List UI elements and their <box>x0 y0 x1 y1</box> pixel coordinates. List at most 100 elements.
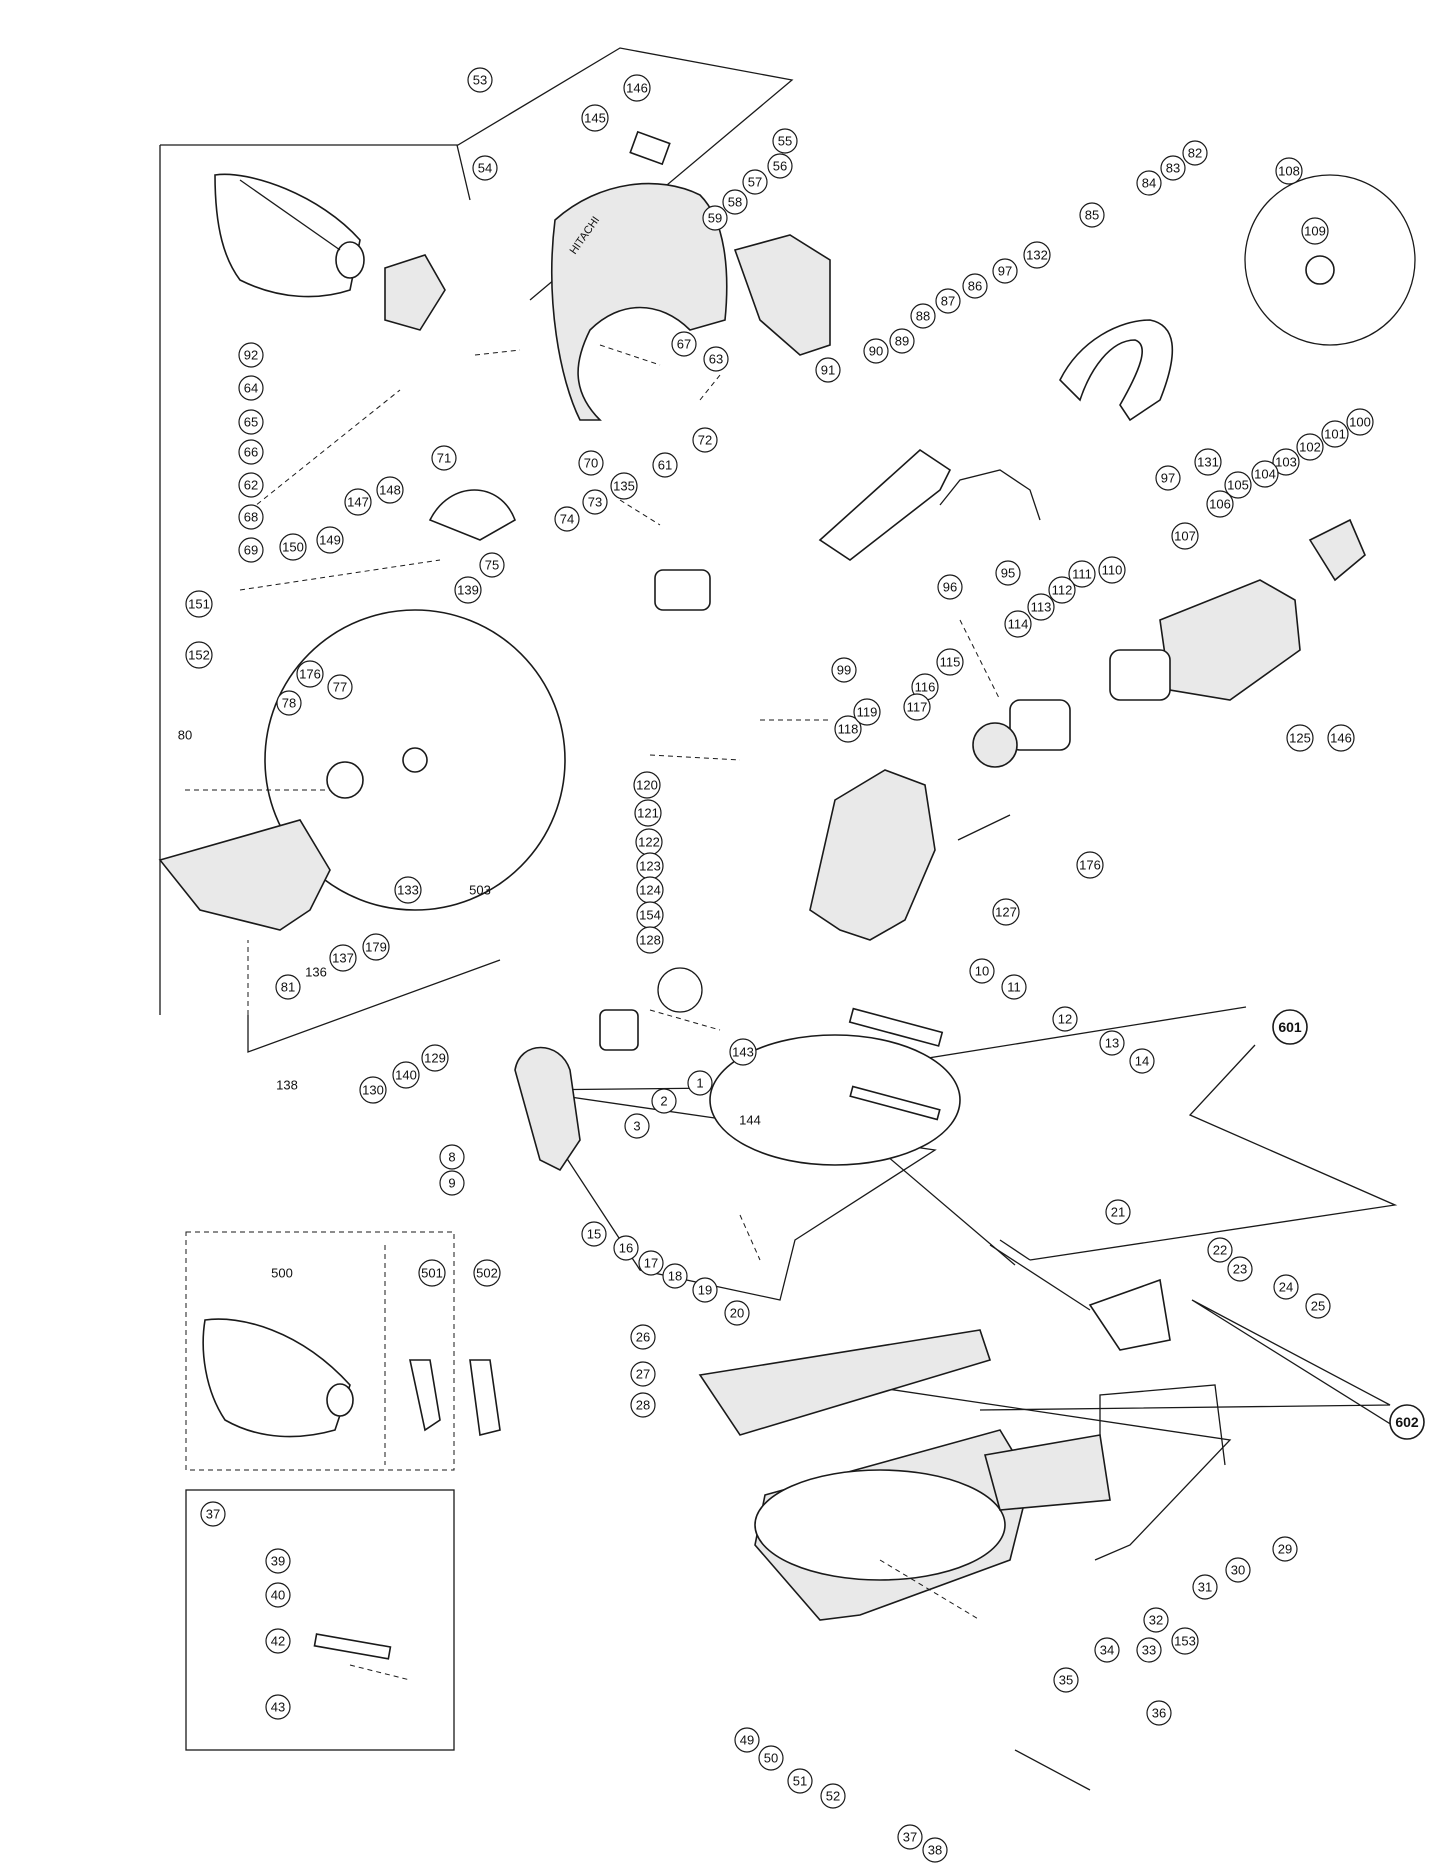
callout-37: 37 <box>200 1501 226 1527</box>
callout-label: 151 <box>188 597 210 612</box>
callout-88: 88 <box>910 303 936 329</box>
callout-label: 53 <box>473 73 487 88</box>
callout-501: 501 <box>418 1259 446 1287</box>
callout-label: 127 <box>995 905 1017 920</box>
callout-67: 67 <box>671 331 697 357</box>
callout-label: 10 <box>975 964 989 979</box>
callout-69: 69 <box>238 537 264 563</box>
callout-label: 146 <box>626 81 648 96</box>
callout-label: 23 <box>1233 1262 1247 1277</box>
callout-503: 503 <box>469 883 491 898</box>
callout-50: 50 <box>758 1745 784 1771</box>
upper-blade-guard <box>551 182 728 421</box>
callout-54: 54 <box>472 155 498 181</box>
callout-label: 101 <box>1324 427 1346 442</box>
callout-111: 111 <box>1068 560 1096 588</box>
callout-label: 19 <box>698 1283 712 1298</box>
callout-110: 110 <box>1098 556 1126 584</box>
callout-146: 146 <box>623 74 651 102</box>
callout-17: 17 <box>638 1250 664 1276</box>
callout-148: 148 <box>376 476 404 504</box>
callout-27: 27 <box>630 1361 656 1387</box>
callout-label: 112 <box>1052 583 1073 598</box>
callout-label: 106 <box>1209 497 1231 512</box>
callout-24: 24 <box>1273 1274 1299 1300</box>
callout-label: 140 <box>395 1068 417 1083</box>
callout-72: 72 <box>692 427 718 453</box>
callout-label: 40 <box>271 1588 285 1603</box>
callout-102: 102 <box>1296 433 1324 461</box>
callout-21: 21 <box>1105 1199 1131 1225</box>
callout-38: 38 <box>922 1837 948 1863</box>
callout-176: 176 <box>296 660 324 688</box>
callout-label: 501 <box>421 1266 443 1281</box>
callout-3: 3 <box>624 1113 650 1139</box>
callout-label: 75 <box>485 558 499 573</box>
callout-70: 70 <box>578 450 604 476</box>
callout-label: 51 <box>793 1774 807 1789</box>
callout-label: 138 <box>276 1078 298 1093</box>
callout-19: 19 <box>692 1277 718 1303</box>
callout-115: 115 <box>936 648 964 676</box>
callout-label: 27 <box>636 1367 650 1382</box>
callout-label: 25 <box>1311 1299 1325 1314</box>
callout-9: 9 <box>439 1170 465 1196</box>
callout-118: 118 <box>834 715 862 743</box>
callout-label: 30 <box>1231 1563 1245 1578</box>
callout-127: 127 <box>992 898 1020 926</box>
callout-32: 32 <box>1143 1607 1169 1633</box>
handle-85 <box>1059 319 1174 422</box>
callout-104: 104 <box>1251 460 1279 488</box>
callout-label: 43 <box>271 1700 285 1715</box>
callout-150: 150 <box>279 533 307 561</box>
callout-label: 78 <box>282 696 296 711</box>
callout-103: 103 <box>1272 448 1300 476</box>
gear-housing <box>809 769 936 941</box>
callout-label: 9 <box>448 1176 455 1191</box>
callout-label: 52 <box>826 1789 840 1804</box>
callout-11: 11 <box>1001 974 1027 1000</box>
callout-label: 147 <box>347 495 369 510</box>
callout-label: 36 <box>1152 1706 1166 1721</box>
callout-23: 23 <box>1227 1256 1253 1282</box>
callout-label: 90 <box>869 344 883 359</box>
callout-153: 153 <box>1171 1627 1199 1655</box>
callout-label: 96 <box>943 580 957 595</box>
callout-label: 84 <box>1142 176 1156 191</box>
callout-label: 29 <box>1278 1542 1292 1557</box>
callout-145: 145 <box>581 104 609 132</box>
callout-28: 28 <box>630 1392 656 1418</box>
callout-label: 601 <box>1278 1019 1302 1035</box>
callout-78: 78 <box>276 690 302 716</box>
callout-122: 122 <box>635 828 663 856</box>
callout-34: 34 <box>1094 1637 1120 1663</box>
callout-90: 90 <box>863 338 889 364</box>
callout-121: 121 <box>634 799 662 827</box>
callout-label: 116 <box>915 680 936 695</box>
callout-500: 500 <box>271 1266 293 1281</box>
parts: HITACHI <box>158 130 1416 1791</box>
callout-117: 117 <box>903 693 931 721</box>
motor-housing <box>1159 579 1301 701</box>
callout-146: 146 <box>1327 724 1355 752</box>
callout-132: 132 <box>1023 241 1051 269</box>
callout-label: 50 <box>764 1751 778 1766</box>
callout-139: 139 <box>454 576 482 604</box>
callout-92: 92 <box>238 342 264 368</box>
callout-label: 97 <box>1161 471 1175 486</box>
callout-label: 18 <box>668 1269 682 1284</box>
callout-602: 602 <box>1389 1404 1425 1440</box>
callout-125: 125 <box>1286 724 1314 752</box>
callout-30: 30 <box>1225 1557 1251 1583</box>
callout-label: 57 <box>748 175 762 190</box>
callout-label: 115 <box>940 655 961 670</box>
callout-label: 2 <box>660 1094 667 1109</box>
callout-179: 179 <box>362 933 390 961</box>
callout-107: 107 <box>1171 522 1199 550</box>
callout-label: 124 <box>639 883 661 898</box>
callout-label: 128 <box>639 933 661 948</box>
callout-120: 120 <box>633 771 661 799</box>
callout-36: 36 <box>1146 1700 1172 1726</box>
callout-85: 85 <box>1079 202 1105 228</box>
callout-51: 51 <box>787 1768 813 1794</box>
